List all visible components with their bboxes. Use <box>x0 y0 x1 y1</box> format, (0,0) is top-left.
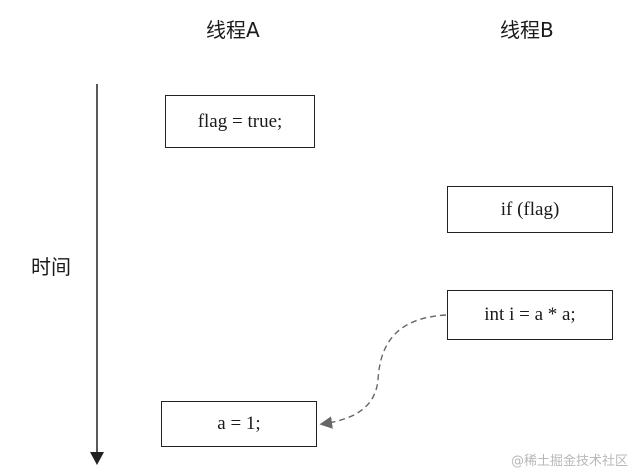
step-flag-assign-text: flag = true; <box>197 110 283 132</box>
time-axis-label: 时间 <box>31 255 71 279</box>
step-a-assign: a = 1; <box>161 401 317 447</box>
reorder-dashed-arrow <box>319 314 447 429</box>
step-int-assign-text: int i = a * a; <box>484 304 576 325</box>
step-if-flag: if (flag) <box>447 186 613 233</box>
thread-b-header: 线程B <box>500 18 554 42</box>
step-if-flag-text: if (flag) <box>500 198 560 220</box>
step-flag-assign: flag = true; <box>165 95 315 148</box>
watermark: @稀土掘金技术社区 <box>510 454 628 469</box>
step-int-assign: int i = a * a; <box>447 290 613 340</box>
step-a-assign-text: a = 1; <box>217 413 261 434</box>
thread-a-header: 线程A <box>206 18 260 42</box>
time-axis-arrowhead <box>90 452 104 465</box>
